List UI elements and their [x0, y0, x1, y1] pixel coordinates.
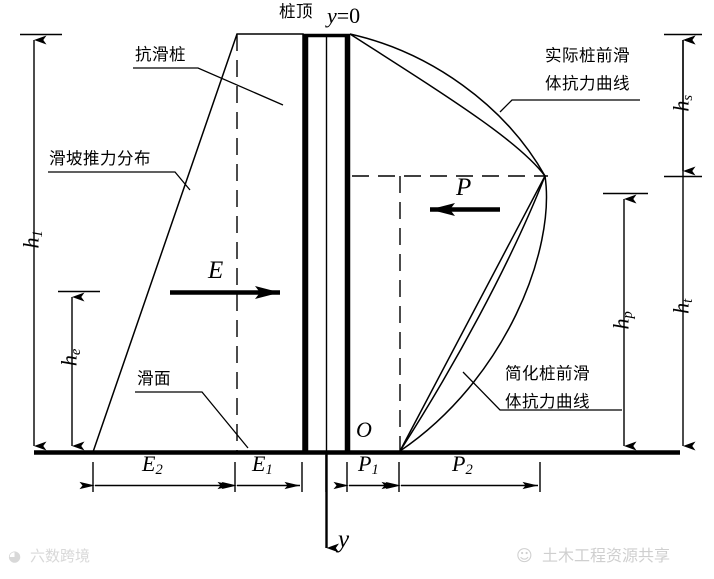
axis-symbol-title: y: [327, 3, 337, 28]
dimension-label-he: he: [56, 331, 84, 383]
dimension-subscript-h1: 1: [29, 230, 46, 238]
simplified-resistance-curve-label-line2: 体抗力曲线: [505, 392, 590, 411]
dimension-hp: [603, 192, 648, 451]
dimension-subscript-hs: s: [679, 95, 696, 101]
dimension-symbol-hp: h: [608, 318, 634, 330]
dimension-h1: [20, 33, 62, 451]
dimension-label-h1: h1: [18, 213, 46, 265]
dimension-label-P2: P2: [452, 453, 473, 478]
anti-slide-pile-label: 抗滑桩: [135, 45, 186, 64]
dimension-label-E1: E1: [252, 453, 273, 478]
dimension-symbol-he: h: [56, 355, 82, 367]
resistance-force-symbol-P: P: [456, 174, 472, 201]
dimension-subscript-P1: 1: [371, 462, 379, 479]
dimension-label-P1: P1: [358, 453, 379, 478]
dimension-symbol-h1: h: [18, 237, 44, 249]
watermark-left-icon: ◕: [8, 547, 22, 565]
annotation-leader-lines: [48, 67, 640, 449]
dimension-label-E2: E2: [142, 453, 163, 478]
dimension-label-hp: hp: [608, 294, 636, 346]
actual-resistance-curve-label-line1: 实际桩前滑: [545, 46, 630, 65]
dimension-subscript-E1: 1: [265, 462, 273, 479]
dimension-subscript-E2: 2: [155, 462, 163, 479]
thrust-distribution-label: 滑坡推力分布: [49, 149, 151, 168]
simplified-resistance-curve-label-line1: 简化桩前滑: [505, 364, 590, 383]
slip-surface-label: 滑面: [137, 369, 171, 388]
watermark-right: ☺ 土木工程资源共享: [516, 542, 670, 566]
dimension-symbol-E2: E: [142, 451, 156, 476]
wechat-icon: ☺: [516, 546, 533, 565]
dimension-symbol-E1: E: [252, 451, 266, 476]
dimension-symbol-ht: h: [668, 302, 694, 314]
thrust-distribution-polygon: [91, 33, 304, 453]
dimension-symbol-P1: P: [358, 451, 372, 476]
dimension-he: [58, 290, 100, 451]
actual-resistance-curve-label-line2: 体抗力曲线: [545, 74, 630, 93]
dimension-symbol-P2: P: [452, 451, 466, 476]
y-axis-label: y: [338, 526, 350, 553]
dimension-symbol-hs: h: [668, 100, 694, 112]
dimension-subscript-ht: t: [679, 298, 696, 303]
watermark-left: ◕ 六数跨境: [8, 545, 90, 566]
dimension-subscript-P2: 2: [465, 462, 473, 479]
resistance-reference-dashed-box: [352, 175, 548, 452]
dimension-label-ht: ht: [668, 280, 696, 332]
origin-label: O: [356, 417, 372, 442]
watermark-right-text: 土木工程资源共享: [542, 546, 671, 565]
dimension-subscript-hp: p: [619, 311, 636, 319]
dimension-label-hs: hs: [668, 77, 696, 129]
simplified-resistance-curve: [399, 175, 546, 452]
pile-top-axis-value: y=0: [327, 3, 361, 28]
actual-resistance-curve: [349, 33, 548, 452]
dimension-subscript-he: e: [67, 348, 84, 356]
pile-top-label: 桩顶: [279, 2, 313, 21]
watermark-left-text: 六数跨境: [30, 547, 91, 565]
thrust-force-symbol-E: E: [208, 257, 224, 284]
anti-slide-pile: [302, 33, 351, 452]
